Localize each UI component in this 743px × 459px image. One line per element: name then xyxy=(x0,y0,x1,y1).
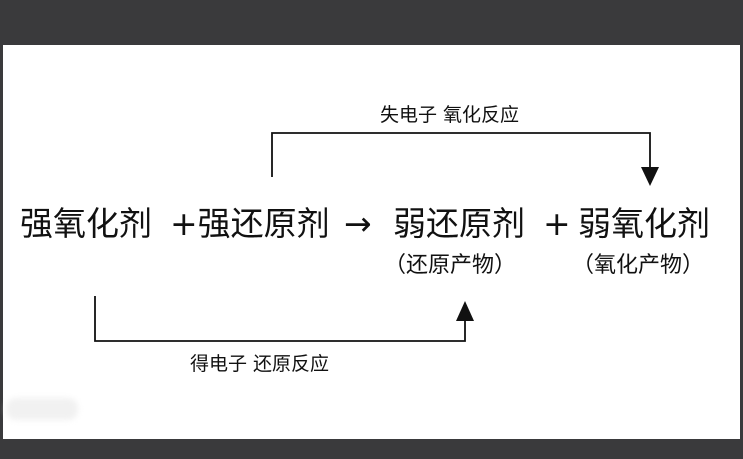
reduction-arrowhead xyxy=(456,301,474,321)
reduction-label: 得电子 还原反应 xyxy=(190,353,330,375)
strong-oxidant: 强氧化剂 xyxy=(20,204,152,243)
reaction-arrow: → xyxy=(344,204,372,243)
left-frame-edge xyxy=(0,45,3,439)
bottom-frame-bar xyxy=(0,439,743,459)
faded-mark xyxy=(6,398,78,420)
top-frame-bar xyxy=(0,0,743,45)
oxidation-product-label: （氧化产物） xyxy=(572,253,705,278)
oxidation-arrowhead xyxy=(641,167,659,186)
plus-sign: + xyxy=(543,204,571,243)
reduction-product-label: （还原产物） xyxy=(384,253,517,278)
oxidation-label: 失电子 氧化反应 xyxy=(380,104,520,126)
oxidation-arrow-line xyxy=(271,132,651,177)
right-frame-edge xyxy=(740,45,743,439)
weak-reductant: 弱还原剂 xyxy=(393,204,525,243)
weak-oxidant: 弱氧化剂 xyxy=(578,204,710,243)
reduction-arrow-line xyxy=(94,296,466,342)
plus-strong-reductant: +强还原剂 xyxy=(170,204,330,243)
